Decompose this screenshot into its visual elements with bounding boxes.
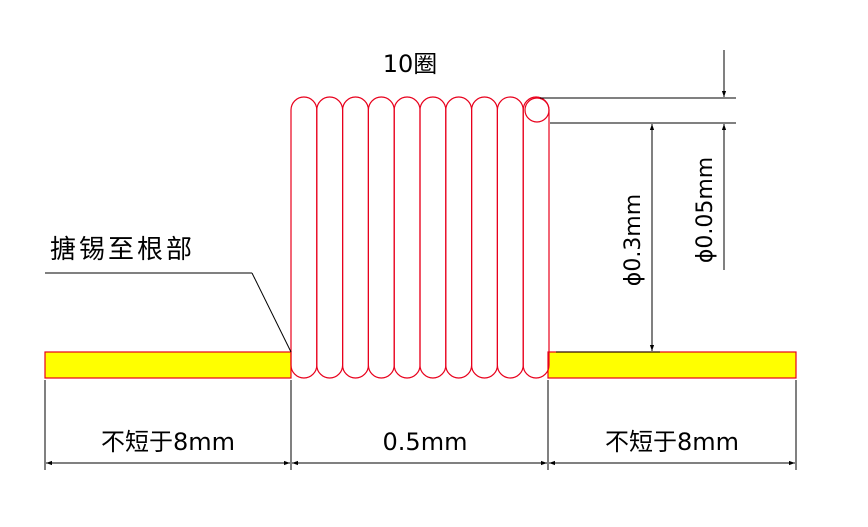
coil-turn [496, 96, 524, 379]
left-lead [44, 351, 292, 379]
right-lead [547, 351, 797, 379]
tinning-leader-diagonal [251, 272, 292, 353]
coil-turn [316, 96, 344, 379]
coil-turn [419, 96, 447, 379]
coil-turn [445, 96, 473, 379]
right-lead-label: 不短于8mm [605, 428, 739, 456]
left-lead-label: 不短于8mm [101, 428, 235, 456]
coil-turn [290, 96, 318, 379]
tinning-label: 搪锡至根部 [50, 235, 195, 265]
coil-turn [471, 96, 498, 379]
coil-turn [342, 96, 369, 379]
turns-label: 10圈 [383, 50, 438, 78]
coil-length-label: 0.5mm [383, 428, 468, 456]
coil-turn [522, 96, 550, 379]
coil-turn [393, 96, 421, 379]
coil-turns [290, 96, 550, 379]
coil-turn [367, 96, 395, 379]
wire-diameter-label: ϕ0.3mm [621, 194, 646, 286]
coil-end-circle [524, 97, 550, 123]
wire-gauge-label: ϕ0.05mm [693, 157, 718, 263]
